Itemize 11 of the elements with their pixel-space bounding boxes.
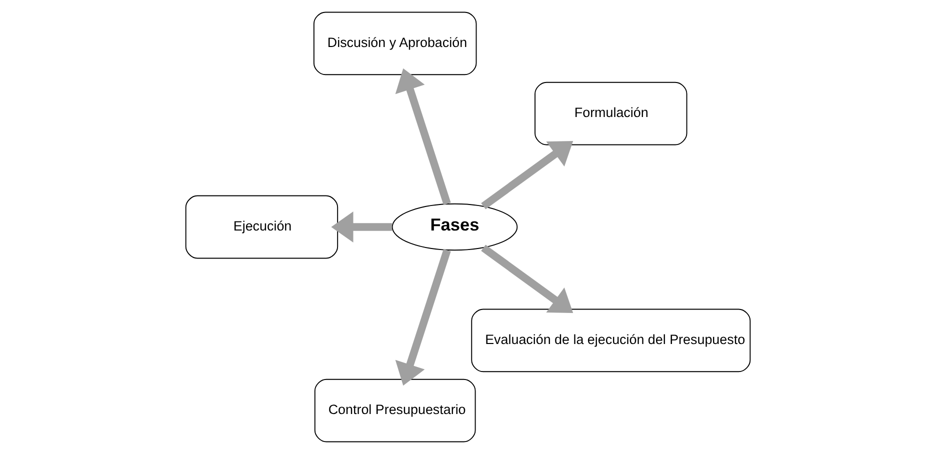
node-box: Formulación: [534, 82, 687, 146]
arrow: [330, 212, 392, 242]
node-ellipse: Fases: [391, 203, 518, 251]
node-box: Discusión y Aprobación: [312, 12, 476, 76]
node-box: Ejecución: [184, 195, 338, 259]
arrow: [480, 244, 573, 313]
arrow: [480, 141, 573, 210]
node-box: Evaluación de la ejecución del Presupuesto: [470, 308, 750, 372]
arrow: [394, 68, 450, 205]
arrow: [394, 249, 450, 386]
node-box: Control Presupuestario: [314, 378, 476, 442]
